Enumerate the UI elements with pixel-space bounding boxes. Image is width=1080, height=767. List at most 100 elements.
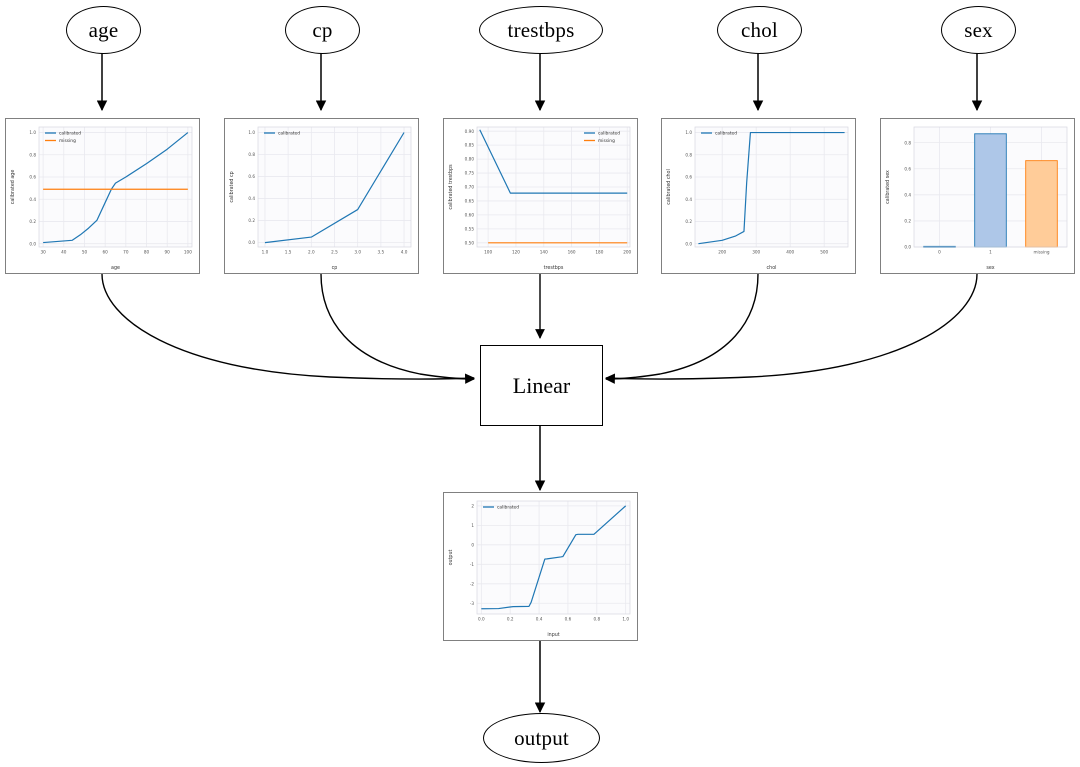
- svg-text:age: age: [111, 266, 120, 271]
- svg-text:cp: cp: [332, 266, 338, 271]
- svg-text:sex: sex: [986, 266, 994, 271]
- svg-text:0.0: 0.0: [29, 241, 36, 246]
- svg-text:0.8: 0.8: [593, 617, 600, 622]
- svg-text:0.2: 0.2: [29, 219, 36, 224]
- node-trestbps-label: trestbps: [507, 17, 575, 42]
- svg-text:0.8: 0.8: [685, 152, 692, 157]
- svg-text:40: 40: [61, 250, 67, 255]
- edge-cp-chart-to-linear: [320, 273, 475, 384]
- svg-text:180: 180: [595, 250, 603, 255]
- node-output[interactable]: output: [483, 713, 600, 763]
- svg-text:calibrated sex: calibrated sex: [885, 170, 891, 204]
- svg-text:0.4: 0.4: [904, 192, 911, 197]
- svg-text:50: 50: [82, 250, 88, 255]
- svg-text:0.60: 0.60: [465, 213, 475, 218]
- svg-text:0.0: 0.0: [248, 240, 255, 245]
- svg-text:1: 1: [989, 250, 992, 255]
- node-cp-label: cp: [312, 17, 333, 42]
- node-chol[interactable]: chol: [717, 6, 802, 54]
- svg-text:missing: missing: [1033, 250, 1049, 255]
- svg-text:100: 100: [484, 250, 492, 255]
- svg-text:0.0: 0.0: [904, 245, 911, 250]
- svg-text:120: 120: [512, 250, 520, 255]
- svg-text:trestbps: trestbps: [544, 265, 564, 271]
- svg-text:4.0: 4.0: [401, 250, 408, 255]
- svg-text:0.4: 0.4: [248, 196, 255, 201]
- svg-text:80: 80: [144, 250, 150, 255]
- svg-text:60: 60: [102, 250, 108, 255]
- svg-text:1.0: 1.0: [248, 130, 255, 135]
- svg-text:0.2: 0.2: [904, 219, 911, 224]
- svg-text:200: 200: [718, 250, 726, 255]
- svg-text:0.90: 0.90: [465, 129, 475, 134]
- svg-text:calibrated: calibrated: [278, 131, 300, 137]
- svg-text:calibrated: calibrated: [598, 131, 620, 137]
- svg-text:2: 2: [471, 503, 474, 508]
- svg-text:chol: chol: [767, 265, 777, 271]
- svg-text:300: 300: [752, 250, 760, 255]
- svg-text:0.6: 0.6: [29, 175, 36, 180]
- svg-text:0: 0: [938, 250, 941, 255]
- svg-text:0.85: 0.85: [465, 143, 475, 148]
- node-sex-label: sex: [964, 17, 993, 42]
- svg-text:140: 140: [540, 250, 548, 255]
- svg-text:-2: -2: [470, 581, 475, 586]
- svg-text:0.4: 0.4: [29, 197, 36, 202]
- svg-text:0: 0: [471, 542, 474, 547]
- svg-text:30: 30: [40, 250, 46, 255]
- chart-panel-sex[interactable]: 0.0 0.2 0.4 0.6 0.8 0 1 missing sex calibrated se…: [880, 118, 1075, 274]
- edge-sex-chart-to-linear: [605, 273, 978, 384]
- svg-text:200: 200: [623, 250, 631, 255]
- svg-text:0.6: 0.6: [904, 166, 911, 171]
- svg-text:calibrated: calibrated: [715, 131, 737, 137]
- svg-text:0.8: 0.8: [248, 152, 255, 157]
- svg-text:90: 90: [165, 250, 171, 255]
- svg-text:calibrated: calibrated: [59, 131, 81, 137]
- edge-age-chart-to-linear: [101, 273, 475, 384]
- edge-chol-chart-to-linear: [605, 273, 759, 384]
- svg-text:calibrated chol: calibrated chol: [666, 169, 672, 205]
- svg-text:1.0: 1.0: [262, 250, 269, 255]
- svg-text:0.4: 0.4: [685, 197, 692, 202]
- svg-text:calibrated: calibrated: [497, 505, 519, 511]
- svg-text:70: 70: [123, 250, 129, 255]
- node-linear[interactable]: Linear: [480, 345, 603, 426]
- svg-text:0.6: 0.6: [565, 617, 572, 622]
- node-sex[interactable]: sex: [941, 6, 1016, 54]
- svg-text:missing: missing: [59, 138, 76, 144]
- node-chol-label: chol: [741, 17, 778, 42]
- svg-text:0.8: 0.8: [904, 140, 911, 145]
- node-trestbps[interactable]: trestbps: [479, 6, 603, 54]
- svg-text:0.6: 0.6: [685, 175, 692, 180]
- svg-text:0.65: 0.65: [465, 199, 475, 204]
- svg-text:0.80: 0.80: [465, 157, 475, 162]
- svg-text:1.0: 1.0: [29, 130, 36, 135]
- svg-text:calibrated trestbps: calibrated trestbps: [448, 164, 454, 210]
- svg-text:0.55: 0.55: [465, 226, 475, 231]
- node-cp[interactable]: cp: [285, 6, 360, 54]
- svg-text:-1: -1: [470, 562, 475, 567]
- svg-text:0.0: 0.0: [478, 617, 485, 622]
- chart-sex: 0.0 0.2 0.4 0.6 0.8 0 1 missing sex calibrated se…: [885, 126, 1068, 271]
- node-output-label: output: [514, 725, 569, 750]
- svg-text:-3: -3: [470, 601, 475, 606]
- svg-text:0.2: 0.2: [248, 218, 255, 223]
- node-age[interactable]: age: [66, 6, 141, 54]
- svg-text:1: 1: [471, 523, 474, 528]
- svg-text:output: output: [448, 549, 454, 565]
- svg-text:0.50: 0.50: [465, 240, 475, 245]
- svg-text:500: 500: [820, 250, 828, 255]
- svg-text:160: 160: [568, 250, 576, 255]
- svg-text:1.0: 1.0: [685, 130, 692, 135]
